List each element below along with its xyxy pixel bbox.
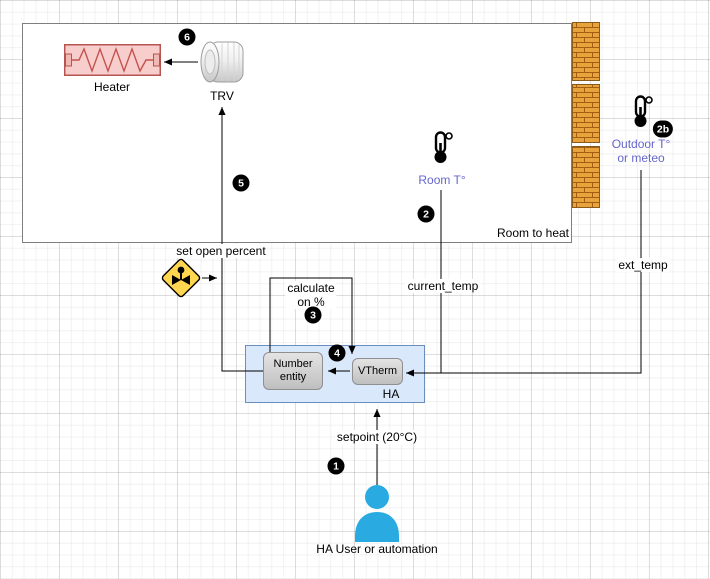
trv-icon bbox=[200, 41, 244, 83]
trv-label: TRV bbox=[208, 89, 236, 104]
vtherm-node: VTherm bbox=[352, 358, 403, 385]
step-badge-2: 2 bbox=[417, 205, 435, 223]
edge-label-calculate: calculate on % bbox=[285, 281, 337, 310]
room-label: Room to heat bbox=[496, 226, 570, 240]
edge-label-current-temp: current_temp bbox=[405, 279, 481, 294]
edge-label-setpoint: setpoint (20°C) bbox=[334, 430, 420, 445]
step-badge-2b: 2b bbox=[652, 120, 674, 138]
outdoor-temp-label: Outdoor T° or meteo bbox=[611, 137, 671, 166]
ha-label: HA bbox=[382, 387, 400, 401]
step-badge-4: 4 bbox=[328, 344, 346, 362]
valve-warning-icon bbox=[161, 258, 201, 298]
step-badge-1: 1 bbox=[327, 457, 345, 475]
step-badge-6: 6 bbox=[178, 28, 196, 46]
step-badge-5: 5 bbox=[232, 174, 250, 192]
heater-label: Heater bbox=[93, 80, 131, 94]
wall-icon bbox=[572, 22, 600, 208]
number-entity-node: Number entity bbox=[263, 352, 323, 390]
room-thermometer-icon bbox=[434, 131, 453, 163]
step-badge-3: 3 bbox=[304, 306, 322, 324]
room-temp-label: Room T° bbox=[418, 173, 466, 187]
outdoor-thermometer-icon bbox=[634, 95, 653, 127]
edge-label-ext-temp: ext_temp bbox=[616, 258, 670, 273]
user-label: HA User or automation bbox=[316, 542, 438, 556]
heater-icon bbox=[64, 44, 161, 76]
edge-label-set-open-percent: set open percent bbox=[174, 244, 268, 259]
user-icon bbox=[355, 485, 399, 542]
